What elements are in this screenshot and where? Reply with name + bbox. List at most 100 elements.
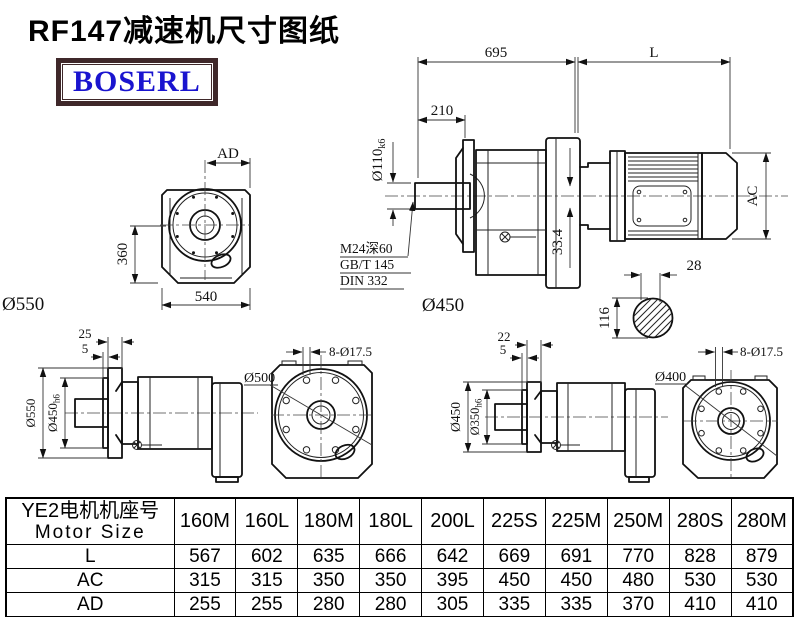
- table-cell: 255: [235, 592, 299, 617]
- flange-left-drawing: 25 5 Ø550 Ø450h6: [23, 326, 373, 483]
- label-bolt-circle-400: Ø400: [655, 370, 686, 385]
- note-tap: M24深60: [340, 241, 393, 256]
- table-cell: 335: [544, 592, 608, 617]
- dim-540-label: 540: [195, 289, 218, 305]
- bolt-holes: [698, 388, 764, 454]
- flange-front-view: Ø500 8-Ø17.5: [244, 344, 373, 479]
- table-cell: 370: [606, 592, 670, 617]
- dim-695-label: 695: [485, 45, 508, 61]
- table-cell: 691: [544, 544, 608, 569]
- table-column-200l: 200L: [421, 497, 484, 545]
- dim-spigot-450-label: Ø450h6: [45, 394, 62, 432]
- table-cell: 410: [668, 592, 732, 617]
- table-cell: 315: [235, 568, 299, 593]
- flange-right-dimensions: 22 5 Ø450 Ø350h6: [448, 329, 553, 453]
- dim-od-450-label: Ø450: [448, 402, 463, 432]
- label-diameter-550: Ø550: [2, 294, 44, 315]
- bolt-circle-leader: [269, 384, 373, 446]
- dim-ac-label: AC: [745, 186, 761, 207]
- label-holes-17-5: 8-Ø17.5: [740, 344, 783, 359]
- dim-ad-label: AD: [217, 146, 239, 162]
- flange-right-drawing: 22 5 Ø450 Ø350h6: [448, 329, 783, 483]
- flange-left-dimensions: 25 5 Ø550 Ø450h6: [23, 326, 134, 459]
- row-label-l: L: [5, 544, 175, 569]
- table-cell: 450: [544, 568, 608, 593]
- table-cell: 666: [359, 544, 423, 569]
- dim-5-label: 5: [82, 341, 89, 356]
- front-view-drawing: AD 360 540 Ø550: [2, 146, 251, 315]
- label-bolt-circle-500: Ø500: [244, 371, 275, 386]
- drain-screw: [132, 440, 162, 450]
- dim-od-550-label: Ø550: [23, 399, 38, 428]
- table-cell: 280: [359, 592, 423, 617]
- dim-22-label: 22: [498, 329, 511, 344]
- dim-116-label: 116: [597, 307, 613, 329]
- table-column-280m: 280M: [730, 497, 794, 545]
- flange-front-view: Ø400 8-Ø17.5: [655, 344, 783, 479]
- note-din332: DIN 332: [340, 273, 388, 288]
- gearbox-outline: [455, 137, 611, 289]
- table-cell: 567: [173, 544, 237, 569]
- table-cell: 280: [297, 592, 361, 617]
- side-view-drawing: 695 L 210 Ø110k6 M24深60 GB/T 145 DIN 332: [340, 45, 788, 339]
- table-cell: 350: [359, 568, 423, 593]
- dim-25-label: 25: [79, 326, 92, 341]
- input-shaft: [414, 182, 471, 210]
- table-cell: 642: [421, 544, 484, 569]
- table-cell: 335: [482, 592, 546, 617]
- table-cell: 530: [730, 568, 794, 593]
- note-gbt145: GB/T 145: [340, 257, 394, 272]
- dim-spigot-350-label: Ø350h6: [468, 398, 484, 435]
- brand-logo: BOSERL: [56, 58, 218, 106]
- flange-reducer-side: [494, 381, 656, 483]
- table-column-280s: 280S: [668, 497, 732, 545]
- table-cell: 350: [297, 568, 361, 593]
- table-column-225m: 225M: [544, 497, 608, 545]
- table-column-160m: 160M: [173, 497, 237, 545]
- table-cell: 669: [482, 544, 546, 569]
- dim-shaft-diameter-label: Ø110k6: [370, 139, 388, 182]
- dim-360-label: 360: [115, 243, 131, 266]
- drain-screw: [499, 231, 536, 243]
- table-cell: 530: [668, 568, 732, 593]
- table-cell: 255: [173, 592, 237, 617]
- motor-fins: [628, 156, 698, 236]
- table-column-180l: 180L: [359, 497, 423, 545]
- table-cell: 770: [606, 544, 670, 569]
- table-cell: 395: [421, 568, 484, 593]
- dim-28-label: 28: [687, 258, 702, 274]
- table-cell: 480: [606, 568, 670, 593]
- motor-outline: [609, 150, 738, 242]
- table-column-225s: 225S: [482, 497, 546, 545]
- label-diameter-450: Ø450: [422, 295, 464, 316]
- table-cell: 450: [482, 568, 546, 593]
- bolt-circle-leader: [685, 385, 778, 457]
- motor-nameplate: [632, 185, 692, 227]
- brand-logo-text: BOSERL: [73, 65, 201, 98]
- dim-5-label: 5: [500, 342, 507, 357]
- dim-334-label: 33.4: [550, 228, 566, 255]
- drain-screw: [551, 440, 580, 450]
- table-cell: 305: [421, 592, 484, 617]
- table-cell: 828: [668, 544, 732, 569]
- table-cell: 410: [730, 592, 794, 617]
- bolt-holes: [175, 195, 235, 255]
- flange-reducer-side: [74, 367, 243, 483]
- table-column-180m: 180M: [297, 497, 361, 545]
- table-cell: 602: [235, 544, 299, 569]
- shaft-key-section: [632, 297, 674, 339]
- table-column-250m: 250M: [606, 497, 670, 545]
- row-label-ad: AD: [5, 592, 175, 617]
- label-holes-17-5: 8-Ø17.5: [329, 344, 372, 359]
- table-cell: 635: [297, 544, 361, 569]
- bolt-holes: [282, 376, 360, 454]
- table-column-160l: 160L: [235, 497, 299, 545]
- table-cell: 879: [730, 544, 794, 569]
- front-view-dimensions: AD 360 540 Ø550: [2, 146, 251, 315]
